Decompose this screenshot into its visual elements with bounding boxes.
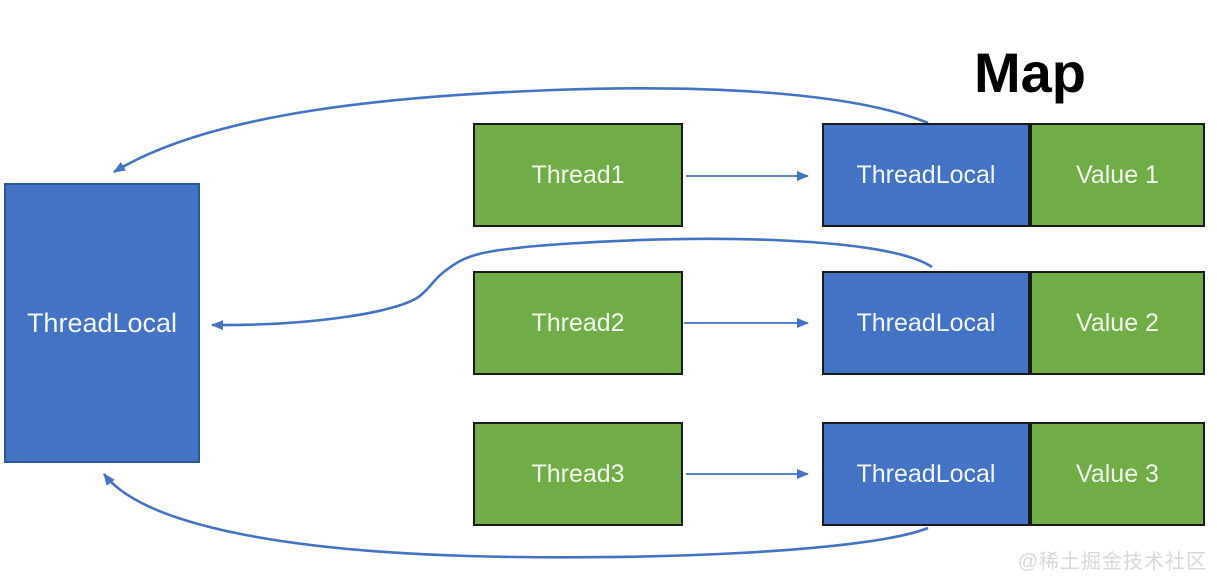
map-entry2-key-label: ThreadLocal: [856, 308, 996, 337]
thread1-label: Thread1: [531, 160, 625, 189]
map-entry2-value-label: Value 2: [1076, 308, 1159, 337]
map-entry3-value-box: Value 3: [1030, 422, 1205, 526]
map-entry1-key-label: ThreadLocal: [856, 160, 996, 189]
map-entry3-value-label: Value 3: [1076, 459, 1159, 488]
map-entry1-key-box: ThreadLocal: [822, 123, 1030, 227]
map-entry2-value-box: Value 2: [1030, 271, 1205, 375]
map-entry3-key-box: ThreadLocal: [822, 422, 1030, 526]
map-title: Map: [974, 41, 1086, 104]
thread3-label: Thread3: [531, 459, 625, 488]
watermark: @稀土掘金技术社区: [1017, 551, 1207, 573]
map-entry2-key-box: ThreadLocal: [822, 271, 1030, 375]
map-entry1-value-label: Value 1: [1076, 160, 1159, 189]
thread2-box: Thread2: [473, 271, 683, 375]
map-entry3-key-label: ThreadLocal: [856, 459, 996, 488]
main-threadlocal-box: ThreadLocal: [4, 183, 200, 463]
main-threadlocal-label: ThreadLocal: [26, 307, 178, 338]
map-entry1-value-box: Value 1: [1030, 123, 1205, 227]
thread1-box: Thread1: [473, 123, 683, 227]
thread2-label: Thread2: [531, 308, 625, 337]
thread3-box: Thread3: [473, 422, 683, 526]
